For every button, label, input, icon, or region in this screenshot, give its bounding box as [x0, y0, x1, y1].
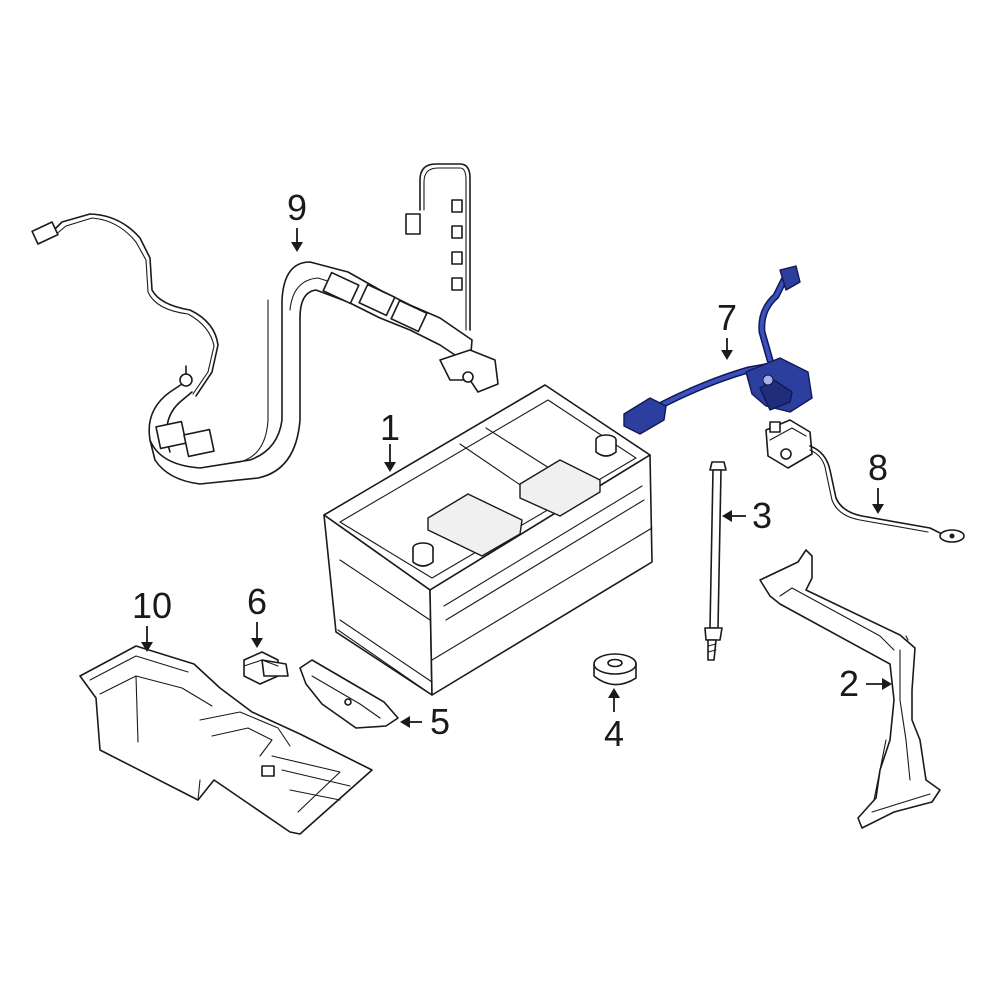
- callout-10: 10: [132, 585, 172, 626]
- callout-6: 6: [247, 581, 267, 622]
- part-4-spacer[interactable]: [593, 653, 637, 686]
- part-10-battery-tray[interactable]: [79, 645, 373, 835]
- callout-5: 5: [430, 701, 450, 742]
- part-8-negative-cable[interactable]: [765, 419, 965, 543]
- part-2-bracket[interactable]: [759, 549, 941, 829]
- callout-labels: 9 1 7 8 3 2 4 5 6 10: [132, 187, 888, 754]
- part-7-battery-sensor-cable[interactable]: [623, 265, 813, 435]
- part-9-cable-harness[interactable]: [31, 163, 499, 485]
- callout-7: 7: [717, 297, 737, 338]
- callout-9: 9: [287, 187, 307, 228]
- callout-arrows: [141, 228, 892, 728]
- part-5-bracket[interactable]: [299, 659, 399, 729]
- callout-8: 8: [868, 447, 888, 488]
- callout-3: 3: [752, 495, 772, 536]
- part-3-bolt[interactable]: [704, 461, 727, 661]
- callout-4: 4: [604, 713, 624, 754]
- part-6-bolt[interactable]: [243, 651, 289, 685]
- callout-1: 1: [380, 407, 400, 448]
- callout-2: 2: [839, 663, 859, 704]
- part-1-battery[interactable]: [323, 384, 653, 696]
